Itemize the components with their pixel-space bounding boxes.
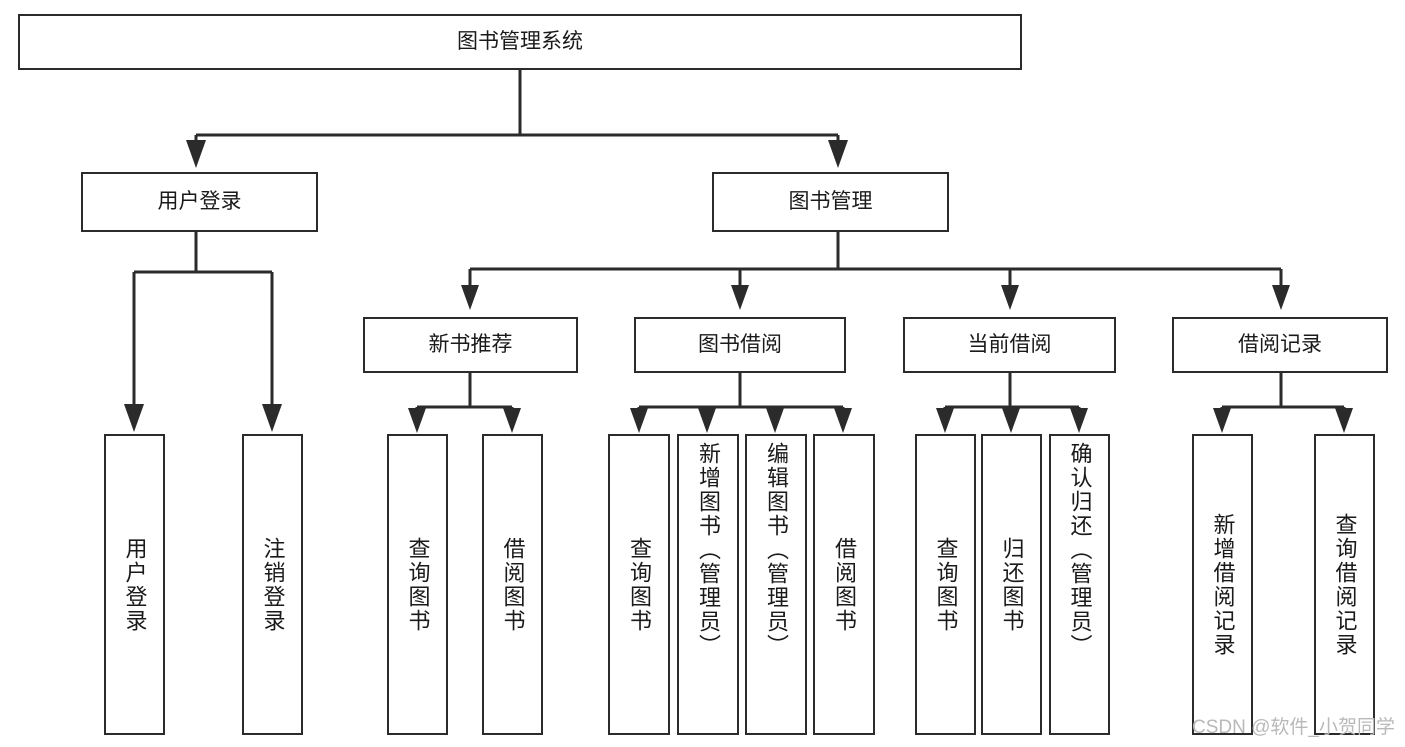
leaf-current-query-book[interactable]: 查询图书	[915, 434, 976, 735]
leaf-borrow-borrow-book[interactable]: 借阅图书	[813, 434, 875, 735]
node-label: 借阅记录	[1238, 332, 1322, 356]
node-root-system[interactable]: 图书管理系统	[18, 14, 1022, 70]
node-new-book-recommend[interactable]: 新书推荐	[363, 317, 578, 373]
node-label: 新增图书（管理员）	[695, 442, 721, 658]
node-label: 确认归还（管理员）	[1067, 442, 1093, 658]
node-label: 用户登录	[122, 536, 148, 633]
node-current-borrow[interactable]: 当前借阅	[903, 317, 1116, 373]
node-label: 新书推荐	[428, 332, 513, 356]
node-label: 查询图书	[405, 536, 431, 633]
node-label: 借阅图书	[831, 536, 857, 633]
leaf-user-login-logout[interactable]: 注销登录	[242, 434, 303, 735]
node-label: 图书管理系统	[457, 29, 583, 53]
node-label: 注销登录	[260, 536, 286, 633]
leaf-borrow-query-book[interactable]: 查询图书	[608, 434, 670, 735]
node-label: 图书管理	[788, 189, 873, 213]
node-book-management[interactable]: 图书管理	[712, 172, 949, 232]
leaf-user-login-signin[interactable]: 用户登录	[104, 434, 165, 735]
arrowheads	[124, 140, 1353, 433]
node-label: 新增借阅记录	[1210, 512, 1236, 657]
node-label: 查询图书	[626, 536, 652, 633]
leaf-record-query-record[interactable]: 查询借阅记录	[1314, 434, 1375, 735]
leaf-new-borrow-book[interactable]: 借阅图书	[482, 434, 543, 735]
node-label: 归还图书	[999, 536, 1025, 633]
leaf-borrow-add-book[interactable]: 新增图书（管理员）	[677, 434, 739, 735]
leaf-record-add-record[interactable]: 新增借阅记录	[1192, 434, 1253, 735]
leaf-borrow-edit-book[interactable]: 编辑图书（管理员）	[745, 434, 807, 735]
node-label: 查询借阅记录	[1332, 512, 1358, 657]
node-book-borrow[interactable]: 图书借阅	[634, 317, 846, 373]
leaf-new-query-book[interactable]: 查询图书	[387, 434, 448, 735]
leaf-current-confirm-return[interactable]: 确认归还（管理员）	[1049, 434, 1110, 735]
node-label: 编辑图书（管理员）	[763, 442, 789, 658]
node-label: 用户登录	[157, 189, 242, 213]
node-label: 借阅图书	[500, 536, 526, 633]
node-label: 当前借阅	[967, 332, 1052, 356]
leaf-current-return-book[interactable]: 归还图书	[981, 434, 1042, 735]
node-borrow-record[interactable]: 借阅记录	[1172, 317, 1388, 373]
node-label: 图书借阅	[698, 332, 782, 356]
node-label: 查询图书	[933, 536, 959, 633]
node-user-login[interactable]: 用户登录	[81, 172, 318, 232]
